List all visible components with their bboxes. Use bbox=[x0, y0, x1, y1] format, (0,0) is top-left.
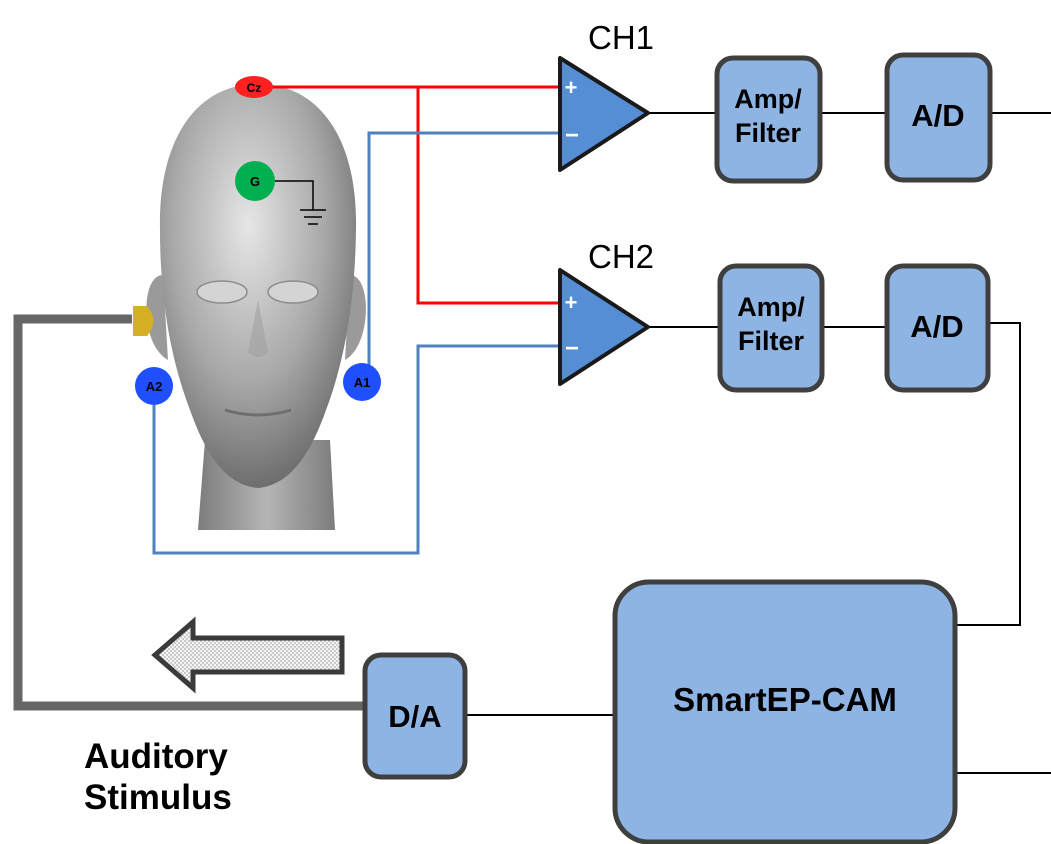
dac-label: D/A bbox=[388, 699, 441, 734]
ch2-minus-sign: − bbox=[565, 335, 579, 362]
wires bbox=[13, 85, 1051, 774]
dac-box: D/A bbox=[362, 652, 468, 780]
electrode-a1: A1 bbox=[343, 363, 381, 401]
a1-wire-ch1 bbox=[367, 131, 560, 366]
ch2-adc-box: A/D bbox=[884, 263, 991, 393]
left-eye bbox=[196, 280, 248, 304]
ch2-adc-label: A/D bbox=[910, 309, 963, 344]
ch1-adc-label: A/D bbox=[911, 98, 964, 133]
ch1-amp-filter-line1: Amp/ bbox=[734, 84, 802, 114]
right-eye bbox=[267, 280, 319, 304]
electrode-a2-label: A2 bbox=[146, 379, 163, 394]
ch1-amp-filter-line2: Filter bbox=[735, 118, 802, 148]
ch2-label: CH2 bbox=[588, 238, 654, 275]
ch2-adc-to-system bbox=[955, 322, 1021, 626]
head-shape bbox=[159, 84, 357, 488]
ch2-amp-filter-box: Amp/ Filter bbox=[717, 263, 825, 393]
electrode-ground: G bbox=[235, 161, 275, 201]
cz-wire-ch2 bbox=[416, 87, 560, 305]
ch2-amplifier: + − bbox=[558, 268, 650, 386]
nose bbox=[248, 300, 268, 357]
ch1-label: CH1 bbox=[588, 19, 654, 56]
smartep-cam-label: SmartEP-CAM bbox=[673, 681, 897, 718]
ch1-plus-sign: + bbox=[565, 75, 578, 100]
left-ear bbox=[146, 275, 168, 360]
electrode-a2: A2 bbox=[135, 367, 173, 405]
ch2-plus-sign: + bbox=[565, 290, 578, 315]
a2-wire-ch2 bbox=[152, 344, 560, 555]
electrode-a1-label: A1 bbox=[354, 375, 371, 390]
ch1-adc-box: A/D bbox=[884, 52, 993, 183]
ground-wire bbox=[275, 180, 314, 210]
electrode-ground-label: G bbox=[250, 174, 260, 189]
earphone bbox=[133, 306, 154, 336]
ch1-minus-sign: − bbox=[565, 122, 579, 149]
stimulus-label-line1: Auditory bbox=[84, 737, 228, 776]
ch1-amplifier: + − bbox=[558, 56, 650, 172]
head-illustration bbox=[146, 84, 366, 530]
electrode-cz: Cz bbox=[235, 76, 273, 98]
stimulus-label: Auditory Stimulus bbox=[84, 736, 232, 818]
ch2-amp-filter-line2: Filter bbox=[738, 326, 805, 356]
stimulus-wire bbox=[13, 314, 365, 711]
stimulus-arrow bbox=[151, 616, 345, 694]
ch2-amp-filter-line1: Amp/ bbox=[737, 292, 805, 322]
stimulus-label-line2: Stimulus bbox=[84, 778, 232, 817]
smartep-cam-box: SmartEP-CAM bbox=[612, 579, 958, 844]
mouth bbox=[224, 408, 292, 417]
ch1-amp-filter-box: Amp/ Filter bbox=[714, 55, 823, 184]
electrode-cz-label: Cz bbox=[247, 81, 262, 95]
